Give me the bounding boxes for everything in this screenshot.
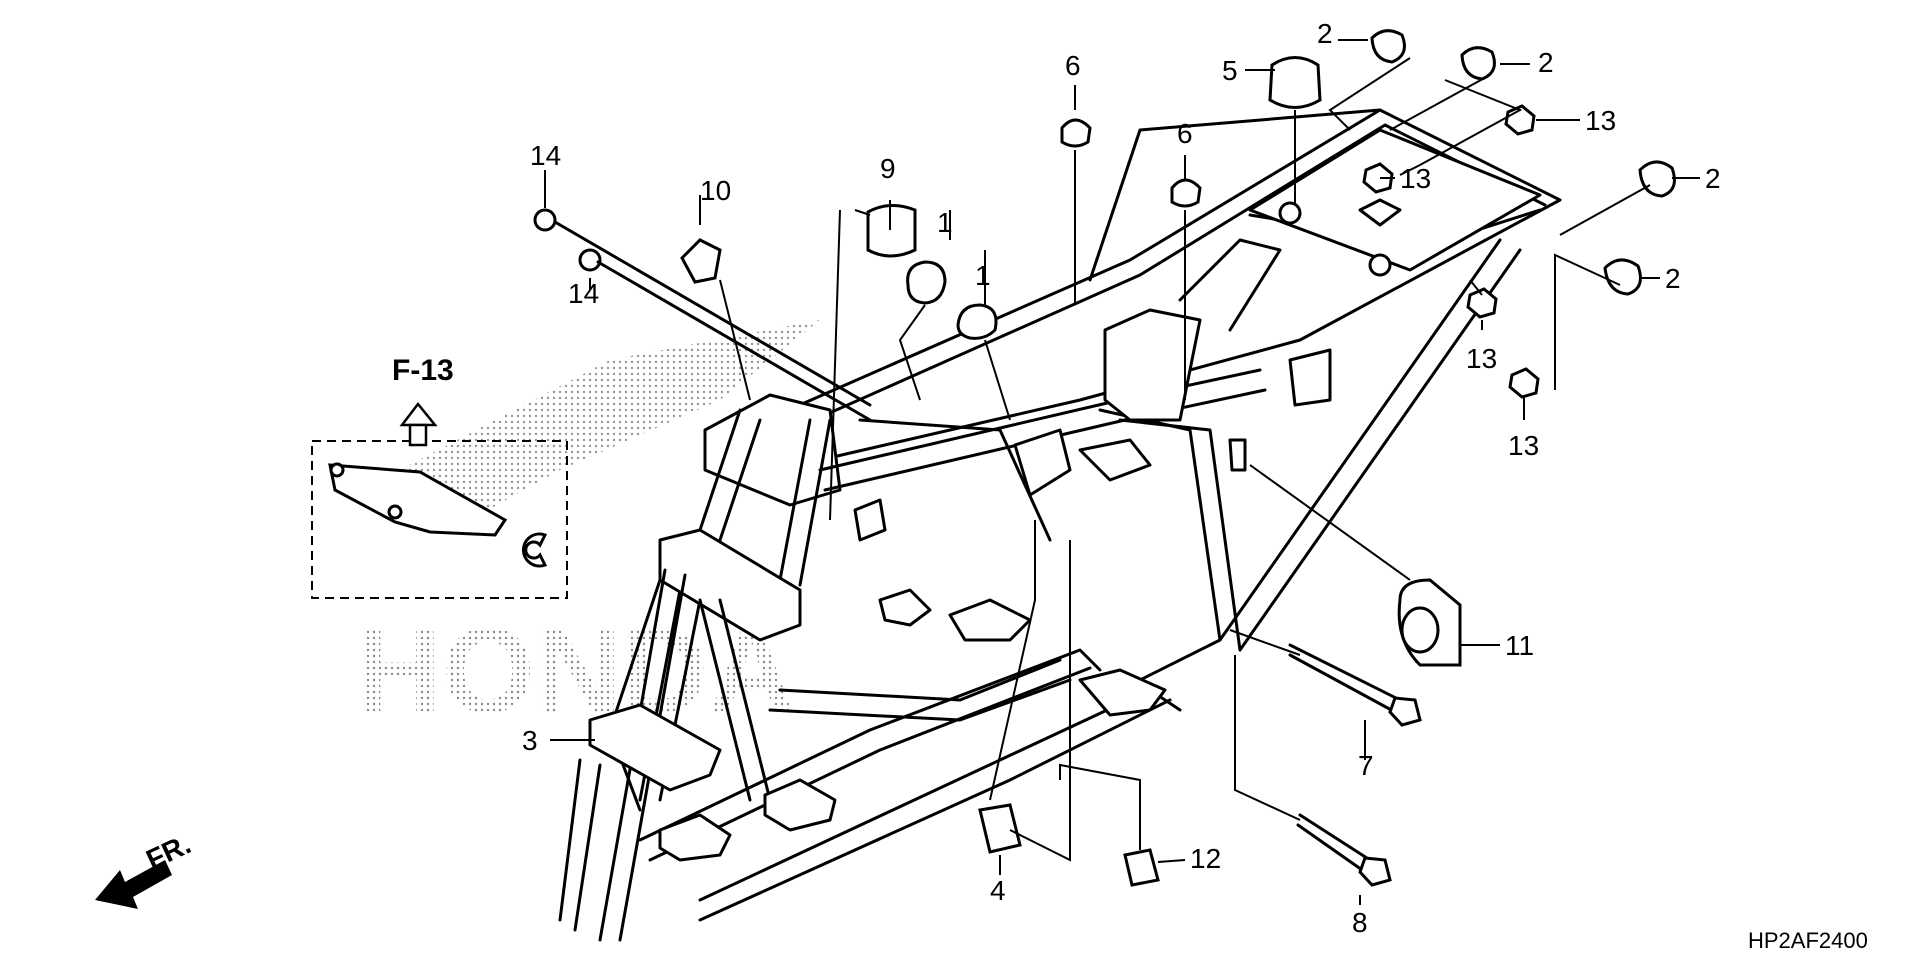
inset-bracket-hole (329, 462, 345, 478)
part-6-grommet (1060, 118, 1092, 148)
callout-1: 1 (975, 260, 991, 291)
part-2-damper (1370, 29, 1406, 64)
callout-13: 13 (1400, 163, 1431, 194)
part-2-damper (1638, 160, 1676, 198)
part-8-bolt-head (1358, 856, 1392, 887)
callout-1: 1 (937, 207, 953, 238)
part-13-nut (1466, 287, 1498, 319)
part-12-bolt (1123, 848, 1160, 887)
callout-13: 13 (1508, 430, 1539, 461)
callout-labels: 1 1 2 2 2 2 3 4 5 6 6 7 8 9 10 11 12 13 … (522, 18, 1721, 938)
callout-13: 13 (1585, 105, 1616, 136)
callout-12: 12 (1190, 843, 1221, 874)
part-14-washer (578, 248, 602, 272)
callout-2: 2 (1538, 47, 1554, 78)
callout-13: 13 (1466, 343, 1497, 374)
callout-10: 10 (700, 175, 731, 206)
part-2-damper (1603, 258, 1642, 296)
diagram-code: HP2AF2400 (1748, 928, 1868, 953)
frame-body (558, 108, 1562, 942)
part-7-bolt-shaft (1288, 643, 1402, 702)
callout-2: 2 (1665, 263, 1681, 294)
front-arrow-icon (95, 860, 172, 909)
inset-clip-part (522, 532, 548, 568)
reference-arrow-stem (408, 423, 428, 447)
part-1-cap (906, 260, 947, 305)
parts (533, 29, 1676, 887)
part-1-grommet (956, 303, 998, 340)
callout-6: 6 (1065, 50, 1081, 81)
part-14-nut (533, 208, 557, 232)
reference-inset: F-13 (311, 354, 568, 599)
front-direction-label: FR. (141, 828, 195, 875)
part-10-clamp (680, 238, 722, 284)
reference-label: F-13 (392, 354, 454, 387)
part-5-mount (1268, 56, 1322, 109)
callout-4: 4 (990, 875, 1006, 906)
callout-2: 2 (1317, 18, 1333, 49)
inset-border (311, 440, 568, 599)
callout-2: 2 (1705, 163, 1721, 194)
part-6-grommet (1170, 178, 1202, 208)
callout-14: 14 (530, 140, 561, 171)
watermark-wing (400, 320, 820, 520)
leader-lines (544, 39, 1700, 905)
part-11-clamp-hole (1400, 606, 1440, 654)
callout-14: 14 (568, 278, 599, 309)
reference-arrow-icon (399, 401, 438, 427)
callout-3: 3 (522, 725, 538, 756)
watermark-text: HONDA (355, 604, 795, 738)
part-13-nut (1362, 162, 1394, 194)
part-2-damper (1460, 46, 1496, 81)
callout-7: 7 (1358, 750, 1374, 781)
inset-bracket-part (328, 463, 508, 537)
part-9-collar (866, 204, 917, 258)
callout-8: 8 (1352, 907, 1368, 938)
inset-bracket-hole (387, 504, 403, 520)
callout-6: 6 (1177, 118, 1193, 149)
callout-11: 11 (1505, 630, 1534, 661)
part-4-collar (978, 803, 1022, 854)
front-direction-indicator: FR. (95, 828, 195, 909)
part-13-nut (1508, 367, 1540, 399)
part-8-bolt-shaft (1298, 813, 1372, 862)
part-7-bolt-head (1388, 696, 1422, 727)
callout-5: 5 (1222, 55, 1238, 86)
callout-9: 9 (880, 153, 896, 184)
